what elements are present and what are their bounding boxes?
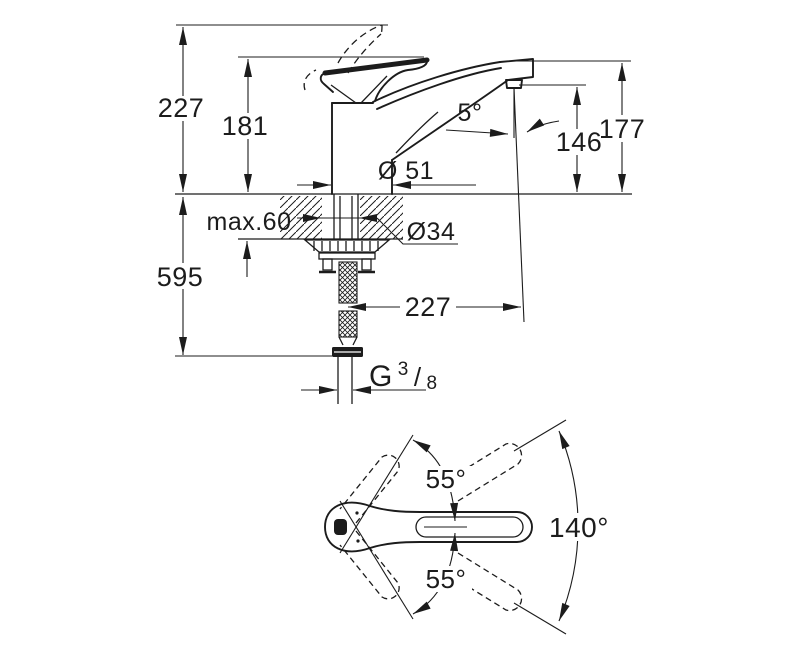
- faucet-body: [331, 102, 393, 195]
- angle-leader-left: [445, 128, 509, 137]
- label-bg: [556, 129, 601, 155]
- supply-hose: [332, 261, 363, 404]
- dim-lever-height-label: 181: [222, 111, 269, 141]
- label-bg: [420, 566, 472, 592]
- lever-tip: [319, 72, 334, 93]
- braided-hose-upper: [338, 261, 358, 304]
- spout-rotated-upper-dashed: [445, 442, 523, 502]
- thread-slash: /: [414, 362, 422, 392]
- spout-inner-outline-top: [415, 516, 524, 538]
- hose-length-label: 595: [157, 262, 204, 292]
- lever-swing-lower-label: 55°: [426, 564, 467, 594]
- spout-head: [499, 58, 534, 81]
- side-view-labels: 227 181 177 146 5° Ø 51 max.60 Ø34 595 2…: [155, 93, 645, 394]
- label-bg: [156, 96, 206, 121]
- lever-rotated-upper-dashed: [339, 454, 400, 524]
- angle-leader-right: [526, 118, 560, 133]
- axis-line-lower-right: [513, 602, 567, 635]
- faucet-lever-raised-dashed: [303, 24, 383, 91]
- label-bg: [155, 263, 205, 289]
- raised-lever-tip: [380, 24, 383, 35]
- label-bg: [401, 295, 455, 320]
- lever-swing-upper-label: 55°: [426, 464, 467, 494]
- faucet-spout: [372, 58, 534, 161]
- rotated-positions-dashed: [339, 442, 523, 612]
- raised-lever-upper-edge: [337, 24, 383, 64]
- thread-g: G: [369, 360, 393, 393]
- swivel-range-label: 140°: [549, 512, 609, 543]
- spout-rotated-lower-dashed: [445, 552, 523, 612]
- mounting-plate: [318, 252, 376, 260]
- axis-line-lower-left: [339, 500, 414, 620]
- label-bg: [221, 113, 269, 139]
- hose-taper: [338, 336, 358, 346]
- hole-diameter-leader: [376, 217, 458, 245]
- faucet-lever: [319, 57, 430, 104]
- aerator: [505, 79, 523, 89]
- handle-outline-top: [324, 501, 421, 553]
- dim-spout-height-label: 177: [599, 114, 646, 144]
- spout-root-inner-line: [395, 111, 439, 154]
- flange-ticks: [313, 241, 379, 251]
- lever-top-band: [322, 57, 430, 76]
- side-view-drawing: 227 181 177 146 5° Ø 51 max.60 Ø34 595 2…: [155, 24, 645, 404]
- label-bg: [545, 513, 612, 541]
- hole-diameter-label: Ø34: [407, 218, 456, 246]
- mounting-screw-right: [361, 258, 372, 271]
- braided-hose-lower: [338, 310, 358, 338]
- thread-size-label: G 3 / 8: [369, 359, 438, 394]
- raised-lever-grip-arc: [303, 69, 317, 91]
- top-view-labels: 55° 55° 140°: [420, 464, 612, 594]
- max-counter-thickness-label: max.60: [207, 208, 292, 236]
- water-stream: [513, 87, 525, 323]
- thread-numerator: 3: [398, 359, 409, 380]
- axis-line-upper-left: [339, 434, 414, 554]
- handle-logo-mark: [334, 519, 347, 535]
- spout-top-curve: [372, 61, 501, 103]
- lever-underside: [374, 59, 428, 102]
- base-diameter-label: Ø 51: [378, 157, 434, 185]
- spout-top-inner-curve: [376, 67, 502, 110]
- spout-bottom-curve: [391, 79, 509, 161]
- lever-facets: [330, 75, 388, 104]
- stream-line: [513, 87, 525, 323]
- lever-rotated-lower-dashed: [339, 530, 400, 600]
- top-view-drawing: 55° 55° 140°: [324, 419, 612, 635]
- spray-angle-label: 5°: [458, 99, 483, 127]
- dim-total-height-label: 227: [158, 93, 205, 123]
- faucet-top-view: [324, 501, 533, 553]
- handle-dot-lower: [356, 539, 360, 543]
- handle-dot-upper: [355, 511, 359, 515]
- label-bg: [599, 115, 645, 142]
- projection-label: 227: [405, 292, 452, 322]
- stabilizing-flange: [303, 239, 391, 253]
- spout-outline-top: [419, 511, 533, 543]
- axis-line-upper-right: [513, 419, 567, 452]
- dim-outlet-height-label: 146: [556, 127, 603, 157]
- swivel-boundary-lines: [339, 419, 567, 635]
- raised-lever-lower-edge: [347, 33, 382, 74]
- label-bg: [420, 466, 472, 492]
- mounting-screw-left: [322, 258, 333, 271]
- thread-denominator: 8: [427, 373, 438, 394]
